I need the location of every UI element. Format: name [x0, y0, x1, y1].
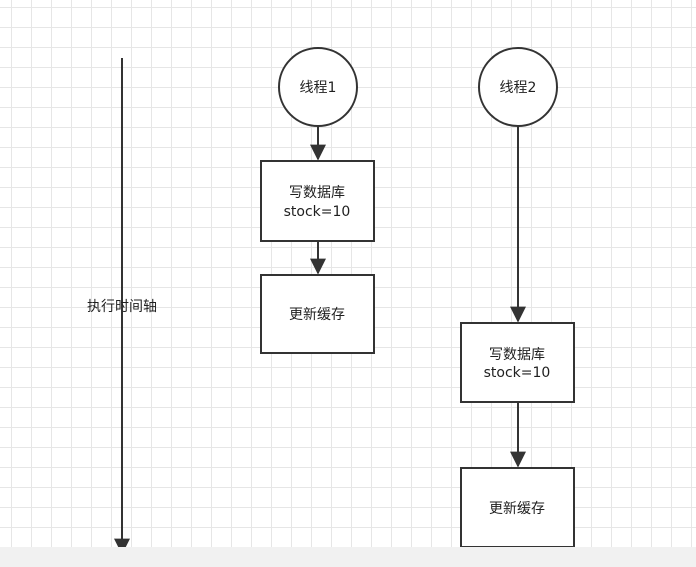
thread1-write-db-line2: stock=10	[284, 204, 351, 220]
thread2-update-cache-label: 更新缓存	[489, 501, 545, 517]
thread2-label: 线程2	[500, 80, 537, 96]
thread1-label: 线程1	[300, 80, 337, 96]
thread1-update-cache-box	[260, 274, 375, 354]
bottom-scroll-bar[interactable]	[0, 547, 696, 567]
thread2-write-db-box	[460, 322, 575, 403]
thread2-update-cache-box	[460, 467, 575, 548]
thread1-write-db-line1: 写数据库	[289, 185, 345, 201]
thread1-update-cache-label: 更新缓存	[289, 307, 345, 323]
thread1-write-db-box	[260, 160, 375, 242]
thread2-write-db-line2: stock=10	[484, 365, 551, 381]
thread2-write-db-line1: 写数据库	[489, 347, 545, 363]
time-axis-label: 执行时间轴	[87, 299, 157, 315]
